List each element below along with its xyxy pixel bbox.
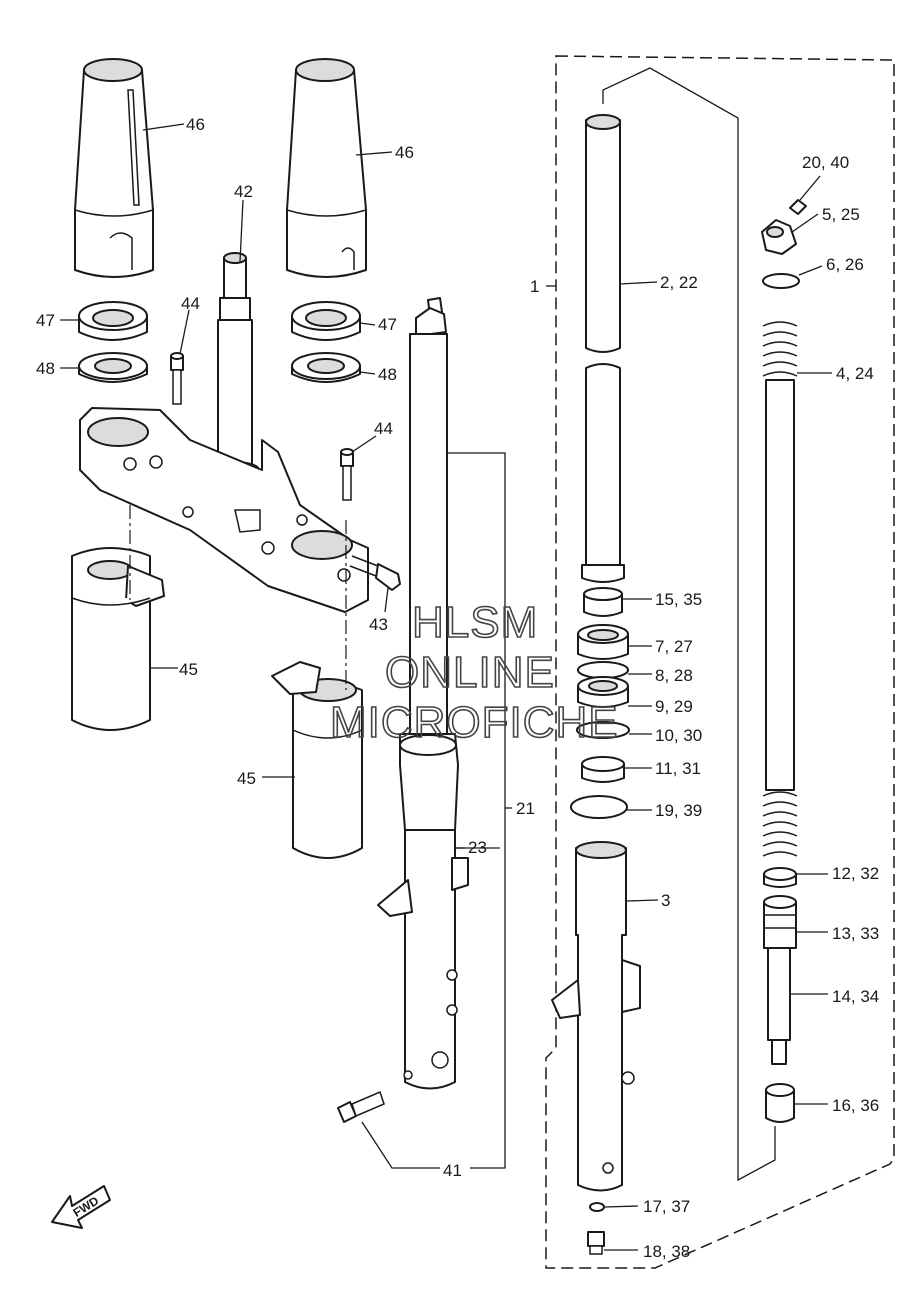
- callout-44-right: 44: [374, 419, 393, 438]
- watermark-line-2: ONLINE: [385, 648, 555, 697]
- forward-direction-badge: FWD: [51, 1185, 111, 1229]
- axle-pinch-bolt: [337, 1090, 385, 1123]
- outer-tube: [551, 841, 641, 1192]
- callout-9-29: 9, 29: [655, 697, 693, 716]
- callout-44-left: 44: [181, 294, 200, 313]
- under-bracket: [79, 407, 369, 613]
- air-valve-20: [789, 199, 807, 215]
- callout-48-left: 48: [36, 359, 55, 378]
- callout-45-right: 45: [237, 769, 256, 788]
- callout-48-right: 48: [378, 365, 397, 384]
- watermark-line-3: MICROFICHE: [330, 698, 619, 747]
- oil-seal-7: [577, 624, 629, 660]
- fork-assembly-complete: [377, 297, 469, 1090]
- callout-12-32: 12, 32: [832, 864, 879, 883]
- callout-5-25: 5, 25: [822, 205, 860, 224]
- callout-1: 1: [530, 277, 539, 296]
- spring-seat-12: [763, 867, 797, 888]
- callout-16-36: 16, 36: [832, 1096, 879, 1115]
- washer-48-left: [78, 352, 148, 383]
- washer-48-right: [291, 352, 361, 383]
- callout-20-40: 20, 40: [802, 153, 849, 172]
- callout-14-34: 14, 34: [832, 987, 879, 1006]
- callout-47-left: 47: [36, 311, 55, 330]
- oil-lock-piece-16: [765, 1083, 795, 1123]
- bolt-44-right: [340, 448, 354, 501]
- washer-10: [576, 721, 630, 739]
- o-ring-6: [762, 273, 800, 289]
- callout-8-28: 8, 28: [655, 666, 693, 685]
- callout-42: 42: [234, 182, 253, 201]
- dust-seal-9: [577, 676, 629, 708]
- slide-bushing-15: [583, 587, 623, 617]
- fork-spring: [762, 321, 798, 857]
- callout-13-33: 13, 33: [832, 924, 879, 943]
- bolt-44-left: [170, 352, 184, 405]
- clip-8: [577, 661, 629, 679]
- callout-7-27: 7, 27: [655, 637, 693, 656]
- damper-rod-13: [763, 895, 797, 949]
- callout-43: 43: [369, 615, 388, 634]
- callout-19-39: 19, 39: [655, 801, 702, 820]
- cap-bolt-5: [761, 219, 797, 255]
- bolt-18: [587, 1231, 605, 1255]
- inner-tube: [581, 114, 625, 583]
- washer-17: [589, 1202, 605, 1212]
- callout-15-35: 15, 35: [655, 590, 702, 609]
- callout-10-30: 10, 30: [655, 726, 702, 745]
- callout-46-right: 46: [395, 143, 414, 162]
- callout-6-26: 6, 26: [826, 255, 864, 274]
- callout-47-right: 47: [378, 315, 397, 334]
- assembly-boundary: [545, 55, 895, 1269]
- seal-47-left: [78, 301, 148, 341]
- fork-cover-upper-right: [286, 58, 367, 278]
- watermark: HLSM ONLINE MICROFICHE: [329, 597, 619, 748]
- slide-bushing-11: [581, 756, 625, 783]
- callout-41: 41: [443, 1161, 462, 1180]
- callout-2-22: 2, 22: [660, 273, 698, 292]
- fork-cover-lower-left: [71, 547, 165, 731]
- callout-11-31: 11, 31: [655, 759, 701, 778]
- callout-46-left: 46: [186, 115, 205, 134]
- callout-17-37: 17, 37: [643, 1197, 690, 1216]
- callout-4-24: 4, 24: [836, 364, 874, 383]
- watermark-line-1: HLSM: [412, 598, 538, 647]
- fork-cover-lower-right: [271, 661, 363, 859]
- leader-lines: [60, 67, 832, 1251]
- callout-23: 23: [468, 838, 487, 857]
- callout-21: 21: [516, 799, 535, 818]
- callout-18-38: 18, 38: [643, 1242, 690, 1261]
- callout-3: 3: [661, 891, 670, 910]
- o-ring-19: [570, 795, 628, 819]
- bolt-43: [349, 555, 401, 591]
- fork-cover-upper-left: [74, 58, 154, 278]
- damper-rod-14: [767, 947, 791, 1065]
- seal-47-right: [291, 301, 361, 341]
- callout-45-left: 45: [179, 660, 198, 679]
